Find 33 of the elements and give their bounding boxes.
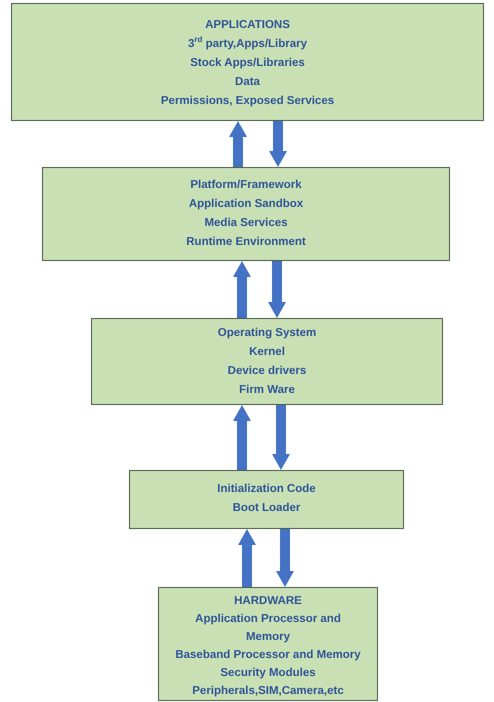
down-arrow [268,261,286,318]
layer-item: Security Modules [220,666,316,681]
layer-item: Permissions, Exposed Services [160,94,334,109]
layer-title: APPLICATIONS [205,18,290,33]
layer-box [11,3,484,121]
up-arrow [233,405,251,470]
layer-title: Operating System [218,326,316,341]
layer-title: Initialization Code [217,482,316,497]
down-arrow [276,529,294,587]
layer-item: Stock Apps/Libraries [190,56,305,71]
up-arrow [238,529,256,587]
layer-item: Baseband Processor and Memory [175,648,361,663]
layer-item: Media Services [204,216,288,231]
layer-item: Data [235,75,260,90]
layer-item: Application Sandbox [188,197,304,212]
layer-item: Runtime Environment [186,235,306,250]
layer-box [42,167,450,261]
layer-item: Application Processor and Memory [194,612,342,645]
layer-item: Firm Ware [239,383,295,398]
down-arrow [272,405,290,470]
layer-box [91,318,443,405]
layer-item: Device drivers [228,364,306,379]
layer-title: HARDWARE [234,594,302,609]
down-arrow [269,121,287,167]
layer-item: Kernel [249,345,285,360]
layer-item: Boot Loader [232,501,300,516]
up-arrow [229,121,247,167]
layer-item: 3$^{rd}$ party,Apps/Library [188,35,307,52]
layer-box [129,470,404,529]
layer-item: Peripherals,SIM,Camera,etc [192,684,344,699]
layer-box [158,587,378,701]
layer-title: Platform/Framework [190,178,302,193]
up-arrow [233,261,251,318]
